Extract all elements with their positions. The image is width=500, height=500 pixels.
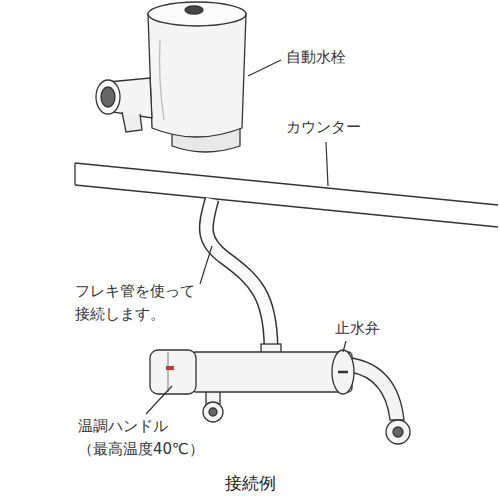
caption: 接続例 — [0, 472, 500, 495]
part-label: 止水弁 — [335, 317, 425, 340]
leader-lines — [146, 60, 346, 414]
mixing-valve — [150, 344, 410, 444]
counter — [75, 163, 498, 227]
part-label: 自動水栓 — [286, 46, 406, 69]
part-label: フレキ管を使って 接続します。 — [75, 280, 207, 327]
part-label: カウンター — [286, 116, 426, 139]
faucet — [96, 2, 246, 152]
part-label: 温調ハンドル （最高温度40℃） — [78, 415, 228, 462]
flex-pipe — [206, 199, 271, 346]
